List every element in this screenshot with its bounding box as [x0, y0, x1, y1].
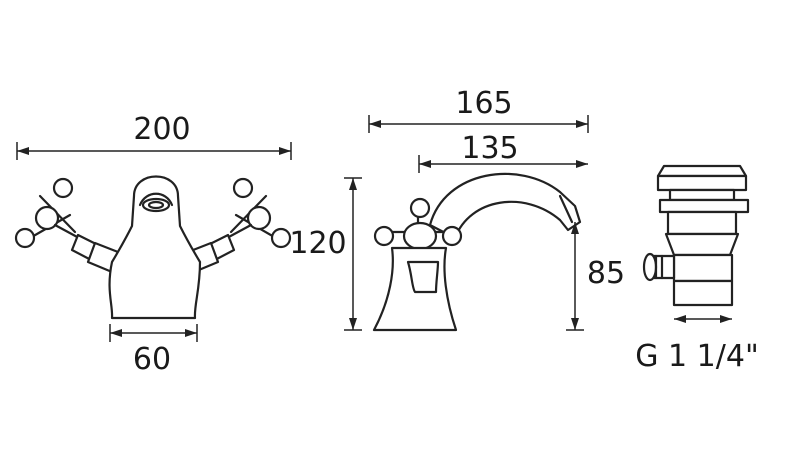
dimension-reach-label: 165 — [455, 86, 512, 121]
dimension-spout-reach-label: 135 — [461, 131, 518, 166]
spout — [428, 172, 582, 240]
waste-view: G 1 1/4" — [635, 164, 759, 374]
side-body — [372, 246, 458, 332]
right-handle — [186, 177, 292, 274]
left-handle — [14, 177, 120, 274]
dimension-base-label: 60 — [133, 342, 171, 377]
waste-thread-label: G 1 1/4" — [635, 339, 759, 374]
front-view: 200 — [14, 112, 292, 377]
dimension-spout-height-label: 85 — [587, 256, 625, 291]
dimension-height-label: 120 — [289, 226, 346, 261]
side-view: 165 135 120 85 — [289, 86, 625, 332]
tap-body — [108, 175, 202, 320]
dimension-width-label: 200 — [133, 112, 190, 147]
